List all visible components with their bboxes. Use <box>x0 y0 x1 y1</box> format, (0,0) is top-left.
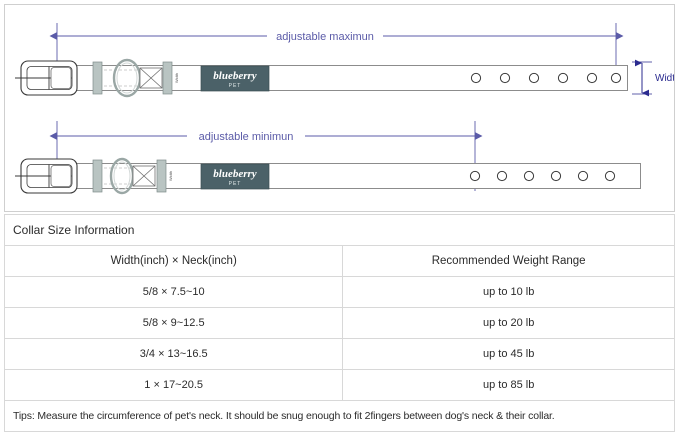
bottom-keeper-label: Width <box>168 171 173 181</box>
bottom-hole-2 <box>496 170 508 182</box>
adjustable-maximum-label: adjustable maximun <box>276 31 374 43</box>
collar-size-table: Collar Size Information Width(inch) × Ne… <box>3 214 675 432</box>
bottom-hole-5 <box>577 170 589 182</box>
collar-top-group: Width blueberry PET <box>15 23 674 98</box>
table-header-row: Width(inch) × Neck(inch) Recommended Wei… <box>3 245 675 277</box>
collar-diagram-panel: Width blueberry PET <box>4 4 675 212</box>
bottom-hole-1 <box>469 170 481 182</box>
top-hole-3 <box>528 72 540 84</box>
bottom-buckle-icon <box>15 158 78 194</box>
top-hole-4 <box>557 72 569 84</box>
top-keeper-right <box>162 61 173 95</box>
top-holes-group <box>470 72 622 84</box>
table-tips-row: Tips: Measure the circumference of pet's… <box>4 400 675 432</box>
bottom-keeper-left <box>92 159 103 193</box>
top-buckle-icon <box>15 60 78 96</box>
weight-value: up to 10 lb <box>342 276 675 308</box>
top-hole-1 <box>470 72 482 84</box>
bottom-logo-patch: blueberry PET <box>200 163 270 190</box>
top-hole-5 <box>586 72 598 84</box>
adjustable-minimum-label: adjustable minimun <box>199 131 294 143</box>
bottom-hole-4 <box>550 170 562 182</box>
column-header-size: Width(inch) × Neck(inch) <box>3 245 344 277</box>
collar-size-chart: Width blueberry PET <box>3 4 675 432</box>
top-keeper-left <box>92 61 103 95</box>
table-title: Collar Size Information <box>4 214 675 246</box>
top-logo-sub: PET <box>229 83 242 89</box>
size-value: 3/4 × 13~16.5 <box>3 338 344 370</box>
weight-value: up to 20 lb <box>342 307 675 339</box>
top-logo-patch: blueberry PET <box>200 65 270 92</box>
size-value: 5/8 × 9~12.5 <box>3 307 344 339</box>
bottom-holes-group <box>469 170 616 182</box>
bottom-hole-6 <box>604 170 616 182</box>
bottom-keeper-right <box>156 159 167 193</box>
weight-value: up to 45 lb <box>342 338 675 370</box>
top-keeper-label: Width <box>174 73 179 83</box>
top-logo-main: blueberry <box>213 70 257 82</box>
table-row: 3/4 × 13~16.5 up to 45 lb <box>3 338 675 370</box>
column-header-weight: Recommended Weight Range <box>342 245 675 277</box>
top-width-label: Width <box>655 73 674 84</box>
collar-bottom-group: Width blueberry PET adjustable minimun <box>15 121 641 195</box>
size-table-wrapper: Collar Size Information Width(inch) × Ne… <box>3 214 675 432</box>
top-hole-6 <box>610 72 622 84</box>
table-row: 5/8 × 9~12.5 up to 20 lb <box>3 307 675 339</box>
collar-illustration-svg: Width blueberry PET <box>15 23 674 195</box>
measurement-tips: Tips: Measure the circumference of pet's… <box>4 400 675 432</box>
top-stitch-box <box>139 67 163 89</box>
bottom-logo-sub: PET <box>229 181 242 187</box>
bottom-stitch-box <box>132 165 156 187</box>
table-row: 1 × 17~20.5 up to 85 lb <box>3 369 675 401</box>
size-value: 5/8 × 7.5~10 <box>3 276 344 308</box>
size-value: 1 × 17~20.5 <box>3 369 344 401</box>
table-title-row: Collar Size Information <box>4 214 675 246</box>
bottom-hole-3 <box>523 170 535 182</box>
top-hole-2 <box>499 72 511 84</box>
table-row: 5/8 × 7.5~10 up to 10 lb <box>3 276 675 308</box>
weight-value: up to 85 lb <box>342 369 675 401</box>
bottom-logo-main: blueberry <box>213 168 257 180</box>
